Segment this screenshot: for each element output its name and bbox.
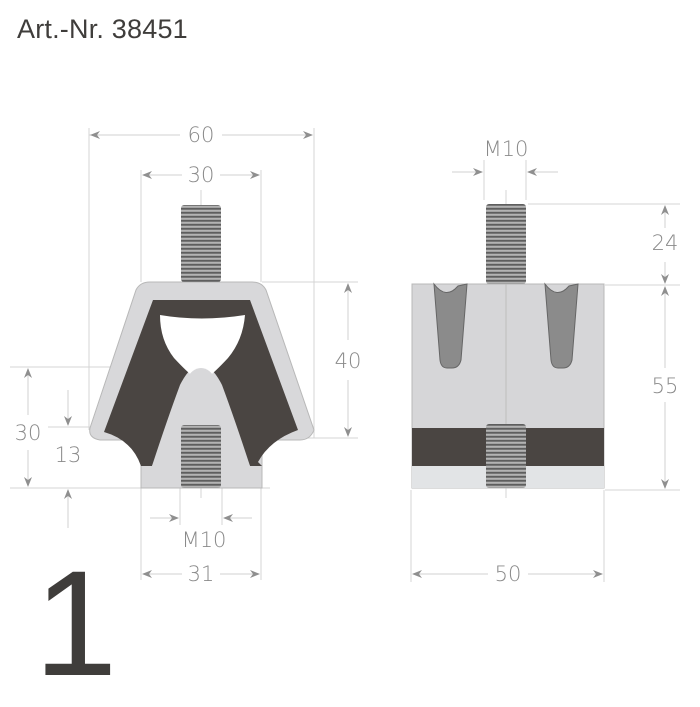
dim-stud-spacing: 30 [188,163,215,187]
dim-stud-height: 24 [652,231,679,255]
figure-label: 1 [34,539,118,707]
dim-body-height: 55 [652,374,679,398]
dim-base-width: 31 [188,562,215,586]
dim-thread-top: M10 [484,137,529,161]
dim-overall-width: 60 [188,123,215,147]
dim-height: 40 [335,349,362,373]
dim-body-width: 50 [495,562,522,586]
side-view: M10 24 55 50 [410,137,680,586]
dim-base-offset: 13 [55,443,82,467]
article-number: Art.-Nr. 38451 [17,14,188,44]
front-view: 60 30 40 30 13 M10 31 [10,123,361,586]
dim-thread-bottom: M10 [182,528,227,552]
dim-total-side: 30 [15,421,42,445]
